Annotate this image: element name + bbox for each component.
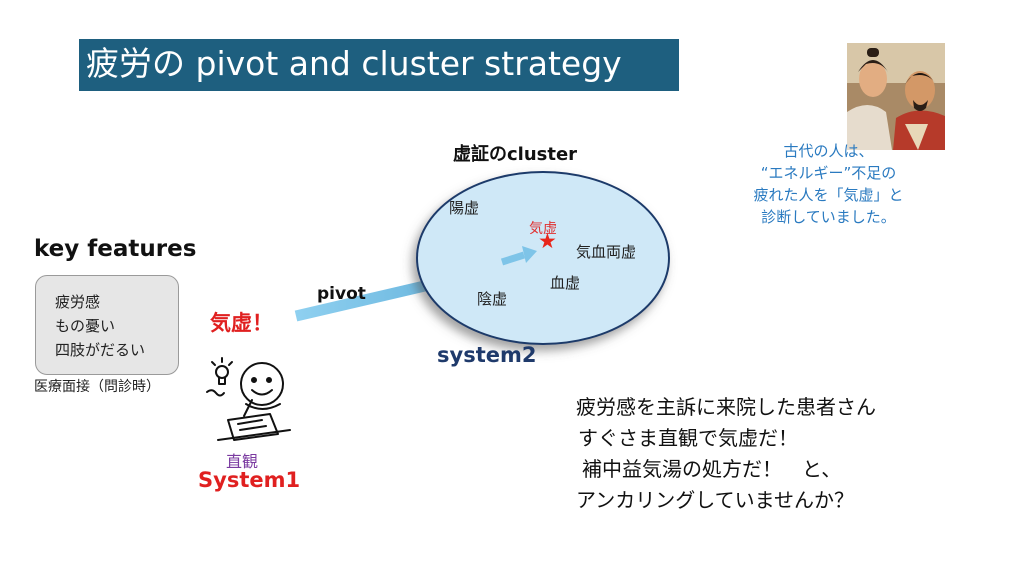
anchoring-line: アンカリングしていませんか？	[576, 488, 854, 512]
ancient-note-line: 疲れた人を「気虚」と	[753, 186, 904, 204]
cluster-member-kiketsu: 気血両虚	[576, 243, 637, 261]
title-prefix: 疲労の	[86, 44, 196, 83]
key-feature-item: 四肢がだるい	[55, 341, 146, 359]
anchoring-line: 疲労感を主訴に来院した患者さん	[576, 395, 876, 419]
diagnosis-label: 気虚！	[210, 311, 273, 335]
thinking-doctor-icon	[206, 357, 291, 441]
anchoring-line: 補中益気湯の処方だ！ と、	[582, 457, 842, 481]
key-feature-item: もの憂い	[55, 317, 116, 335]
cluster-member-kiyo: 気虚	[529, 221, 557, 237]
cluster-member-inkyo: 陰虚	[477, 290, 508, 308]
star-icon: ★	[538, 229, 557, 253]
ancient-note: 古代の人は、 “エネルギー”不足の 疲れた人を「気虚」と 診断していました。	[726, 140, 931, 228]
system2-label: system2	[437, 343, 537, 367]
ancient-note-line: 診断していました。	[761, 208, 896, 226]
cluster-member-yokyo: 陽虚	[449, 199, 480, 217]
intuition-label: 直観	[226, 452, 259, 471]
ancient-note-line: “エネルギー”不足の	[760, 164, 897, 182]
cluster-ellipse	[416, 171, 670, 345]
anchoring-warning: 疲労感を主訴に来院した患者さん すぐさま直観で気虚だ！ 補中益気湯の処方だ！ と…	[576, 392, 876, 516]
key-feature-item: 疲労感	[55, 293, 101, 311]
inner-arrow	[500, 246, 537, 266]
title-banner	[79, 39, 679, 91]
pivot-line	[294, 275, 448, 322]
title-suffix: pivot and cluster strategy	[195, 44, 622, 83]
interview-caption: 医療面接（問診時）	[34, 379, 160, 395]
page-title: 疲労の pivot and cluster strategy	[86, 42, 622, 86]
cluster-member-kekkyo: 血虚	[550, 274, 581, 292]
pivot-label: pivot	[317, 284, 366, 304]
key-features-box	[35, 275, 179, 375]
ancient-physicians-illustration	[847, 43, 945, 150]
anchoring-line: すぐさま直観で気虚だ！	[578, 426, 798, 450]
cluster-title: 虚証のcluster	[453, 144, 578, 165]
ancient-note-line: 古代の人は、	[783, 142, 874, 160]
system1-label: System1	[198, 468, 301, 492]
key-features-heading: key features	[34, 236, 197, 262]
